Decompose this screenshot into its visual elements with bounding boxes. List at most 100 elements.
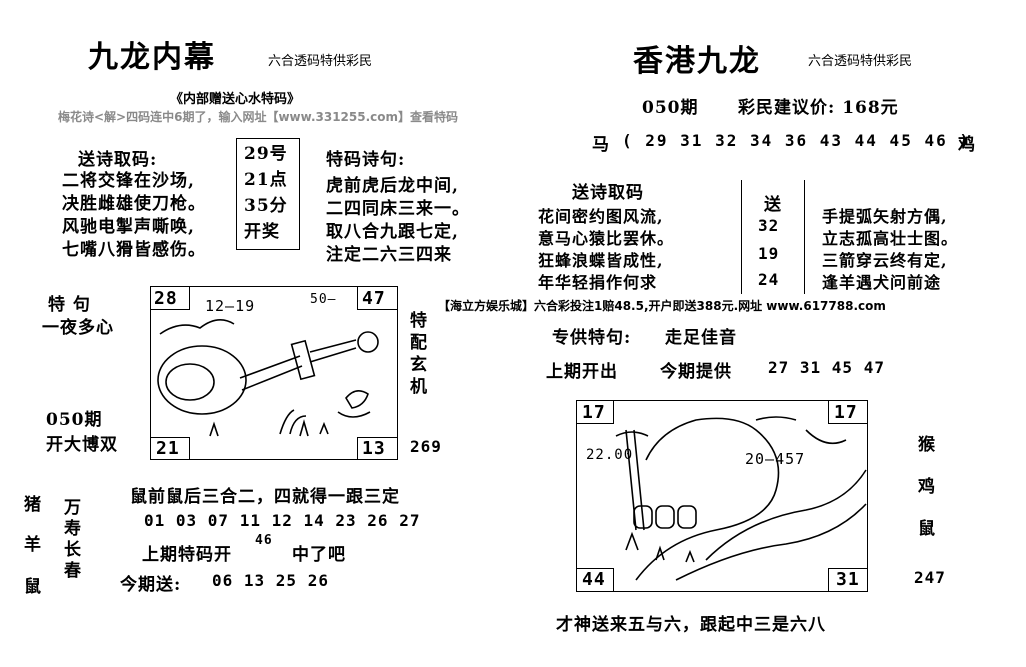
left-picture-sketch	[157, 319, 379, 437]
picture-corner-tl	[150, 286, 190, 310]
right-box-label: 送	[764, 195, 782, 215]
right-animal-2: 鸡	[918, 477, 936, 497]
right-special: 走足佳音	[665, 328, 737, 348]
teju-label: 特 句	[48, 295, 91, 315]
draw-info-line: 开奖	[244, 222, 280, 242]
right-box-num: 24	[758, 270, 780, 289]
special-poem-line: 虎前虎后龙中间,	[326, 176, 459, 196]
right-picture-num-tl: 17	[582, 402, 606, 423]
right-picture	[576, 400, 868, 592]
picture-corner-tr	[357, 286, 398, 310]
special-poem-line: 取八合九跟七定,	[326, 222, 459, 242]
poem-a-line: 狂蜂浪蝶皆成性,	[538, 251, 664, 270]
draw-info: 29号 21点 35分 开奖	[244, 141, 288, 245]
right-poem-label: 送诗取码	[572, 183, 644, 203]
side-char: 玄	[410, 355, 427, 375]
right-picture-num-tr: 17	[834, 402, 858, 423]
draw-info-line: 35分	[244, 196, 288, 216]
poem-b-line: 逢羊遇犬问前途	[822, 273, 942, 292]
left-picture	[150, 286, 398, 460]
poem-line: 七嘴八猾皆感伤。	[62, 240, 206, 260]
side-char: 机	[410, 377, 427, 397]
right-special-label: 专供特句:	[552, 328, 632, 348]
horse-label: 马	[592, 135, 610, 155]
left-issue: 050期	[46, 410, 103, 430]
left-rhyme: 鼠前鼠后三合二，四就得一跟三定	[130, 487, 400, 507]
right-poem-b: 手提弧矢射方偶, 立志孤高壮士图。 三箭穿云终有定, 逢羊遇犬问前途	[822, 206, 958, 294]
special-poem-label: 特码诗句:	[326, 150, 406, 170]
left-side-number: 269	[410, 437, 442, 456]
poem-line: 决胜雌雄使刀枪。	[62, 194, 206, 214]
last-num: 46	[255, 533, 273, 548]
special-poem: 虎前虎后龙中间, 二四同床三来一。 取八合九跟七定, 注定二六三四来	[326, 175, 470, 267]
draw-info-line: 21点	[244, 170, 288, 190]
horse-nums: ( 29 31 32 34 36 43 44 45 46 )	[622, 131, 971, 150]
left-title: 九龙内幕	[88, 40, 216, 75]
left-poem-label: 送诗取码:	[78, 150, 158, 170]
poem-a-line: 花间密约图风流,	[538, 207, 664, 226]
left-numbers: 01 03 07 11 12 14 23 26 27	[144, 511, 421, 530]
right-ad: 【海立方娱乐城】六合彩投注1赔48.5,开户即送388元.网址 www.6177…	[438, 299, 886, 313]
picture-corner-br	[357, 437, 398, 460]
right-poem-a: 花间密约图风流, 意马心猿比罢休。 狂蜂浪蝶皆成性, 年华轻捐作何求	[538, 206, 674, 294]
draw-info-box	[236, 138, 300, 250]
picture-num-bl: 21	[156, 438, 180, 459]
picture-top-text2: 50—	[310, 292, 337, 307]
blessing-char: 春	[64, 561, 81, 581]
animal-1: 猪	[24, 495, 42, 515]
right-provide-nums: 27 31 45 47	[768, 358, 885, 377]
side-char: 特	[410, 311, 427, 331]
today-label: 今期送:	[120, 575, 182, 595]
picture-corner-br	[828, 568, 868, 592]
right-side-number: 247	[914, 568, 946, 587]
picture-corner-tr	[828, 400, 868, 424]
side-char: 配	[410, 333, 427, 353]
right-picture-num-bl: 44	[582, 569, 606, 590]
right-last-label: 上期开出	[546, 362, 618, 382]
right-picture-left: 22.00	[586, 447, 634, 463]
animal-3: 鼠	[24, 577, 42, 597]
blessing-char: 万	[64, 498, 81, 518]
animal-2: 羊	[24, 535, 42, 555]
poem-b-line: 立志孤高壮士图。	[822, 229, 959, 248]
poem-a-line: 年华轻捐作何求	[538, 273, 658, 292]
right-price: 彩民建议价: 168元	[738, 98, 899, 118]
last-tail: 中了吧	[292, 545, 346, 565]
right-animal-1: 猴	[918, 435, 936, 455]
right-animal-3: 鼠	[918, 519, 936, 539]
picture-num-br: 13	[362, 438, 386, 459]
picture-num-tl: 28	[154, 288, 178, 309]
today-nums: 06 13 25 26	[212, 571, 329, 590]
left-poem: 二将交锋在沙场, 决胜雌雄使刀枪。 风驰电掣声嘶唤, 七嘴八猾皆感伤。	[62, 170, 206, 262]
right-picture-num-br: 31	[836, 569, 860, 590]
chicken-label: 鸡	[958, 135, 976, 155]
picture-corner-tl	[576, 400, 614, 424]
blessing-char: 寿	[64, 519, 81, 539]
teju-text: 一夜多心	[42, 318, 114, 338]
left-ad-line: 梅花诗<解>四码连中6期了，输入网址【www.331255.com】查看特码	[58, 110, 459, 124]
right-box-num: 32	[758, 216, 780, 235]
right-subtitle: 六合透码特供彩民	[808, 54, 913, 69]
left-note: 《内部赠送心水特码》	[170, 92, 301, 107]
poem-b-line: 三箭穿云终有定,	[822, 251, 948, 270]
picture-top-text: 12—19	[205, 297, 256, 315]
left-subtitle: 六合透码特供彩民	[268, 54, 373, 69]
left-side-vertical: 特 配 玄 机	[410, 310, 427, 398]
poem-line: 二将交锋在沙场,	[62, 171, 195, 191]
picture-corner-bl	[150, 437, 190, 460]
right-box	[741, 180, 805, 294]
right-issue: 050期	[642, 98, 699, 118]
poem-a-line: 意马心猿比罢休。	[538, 229, 675, 248]
draw-info-line: 29号	[244, 144, 288, 164]
special-poem-line: 注定二六三四来	[326, 245, 452, 265]
right-footer: 才神送来五与六，跟起中三是六八	[556, 615, 826, 635]
picture-num-tr: 47	[362, 288, 386, 309]
right-provide-label: 今期提供	[660, 362, 732, 382]
last-label: 上期特码开	[142, 545, 232, 565]
right-picture-sketch	[615, 416, 867, 581]
special-poem-line: 二四同床三来一。	[326, 199, 470, 219]
poem-b-line: 手提弧矢射方偶,	[822, 207, 948, 226]
blessing-char: 长	[64, 540, 81, 560]
poem-line: 风驰电掣声嘶唤,	[62, 217, 195, 237]
right-picture-mid: 20—457	[745, 450, 806, 468]
